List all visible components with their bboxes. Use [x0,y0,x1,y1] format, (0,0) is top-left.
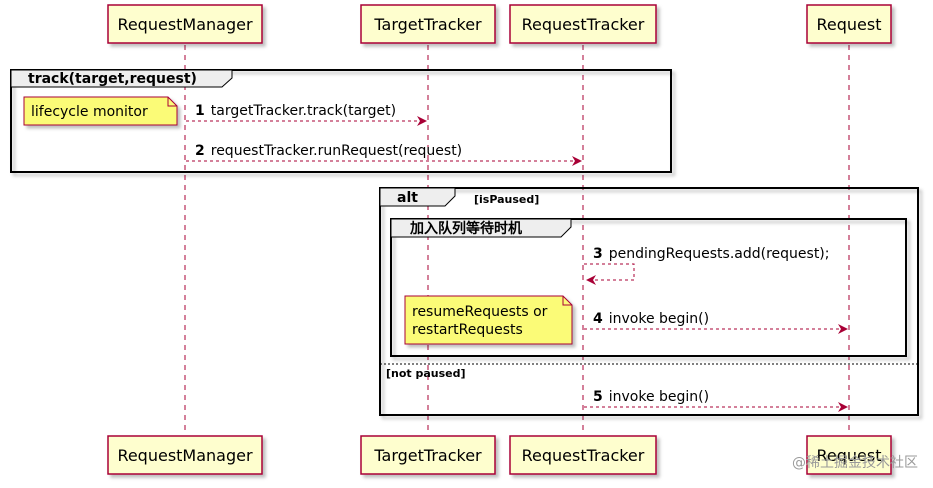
message-number: 5 [593,389,603,405]
message-text: requestTracker.runRequest(request) [211,143,462,159]
participant-label: Request [817,15,882,34]
message-number: 1 [195,103,205,119]
participant-request-manager-top: RequestManager [107,4,263,44]
watermark: @稀土掘金技术社区 [792,455,918,471]
participant-label: TargetTracker [373,15,482,34]
participant-request-tracker-bottom: RequestTracker [509,435,657,475]
participant-label: RequestTracker [522,446,645,465]
group-alt-else-guard: [not paused] [386,367,466,380]
group-queue-frame: 加入队列等待时机 [390,218,907,357]
participant-label: Request [817,446,882,465]
participant-request-bottom: Request [806,435,892,475]
participant-label: RequestManager [117,446,253,465]
note-lifecycle-monitor: lifecycle monitor [23,96,178,126]
group-alt-title: alt [397,190,418,206]
participant-label: RequestTracker [522,15,645,34]
participant-request-tracker-top: RequestTracker [509,4,657,44]
participant-request-manager-bottom: RequestManager [107,435,263,475]
message-4: 4 invoke begin() [584,311,848,334]
group-alt-frame: alt [isPaused] [not paused] [379,187,919,416]
participant-request-top: Request [806,4,892,44]
message-text: pendingRequests.add(request); [609,246,830,262]
group-queue-title: 加入队列等待时机 [409,220,522,237]
message-text: invoke begin() [609,311,709,327]
note-resume-restart: resumeRequests or restartRequests [404,295,573,345]
note-resume-line2: restartRequests [412,322,523,338]
message-text: invoke begin() [609,389,709,405]
note-resume-line1: resumeRequests or [412,304,548,320]
message-text: targetTracker.track(target) [211,103,396,119]
message-number: 4 [593,311,603,327]
message-5: 5 invoke begin() [584,389,848,412]
participant-target-tracker-bottom: TargetTracker [360,435,496,475]
participant-label: RequestManager [117,15,253,34]
group-alt-guard: [isPaused] [474,193,539,206]
participant-label: TargetTracker [373,446,482,465]
group-track-title: track(target,request) [28,71,197,87]
message-number: 3 [593,246,603,262]
message-1: 1 targetTracker.track(target) [186,103,427,126]
message-number: 2 [195,143,205,159]
message-3: 3 pendingRequests.add(request); [584,246,829,285]
group-track-frame: track(target,request) [10,69,672,173]
participant-target-tracker-top: TargetTracker [360,4,496,44]
note-lifecycle-text: lifecycle monitor [31,104,148,120]
message-2: 2 requestTracker.runRequest(request) [186,143,582,166]
